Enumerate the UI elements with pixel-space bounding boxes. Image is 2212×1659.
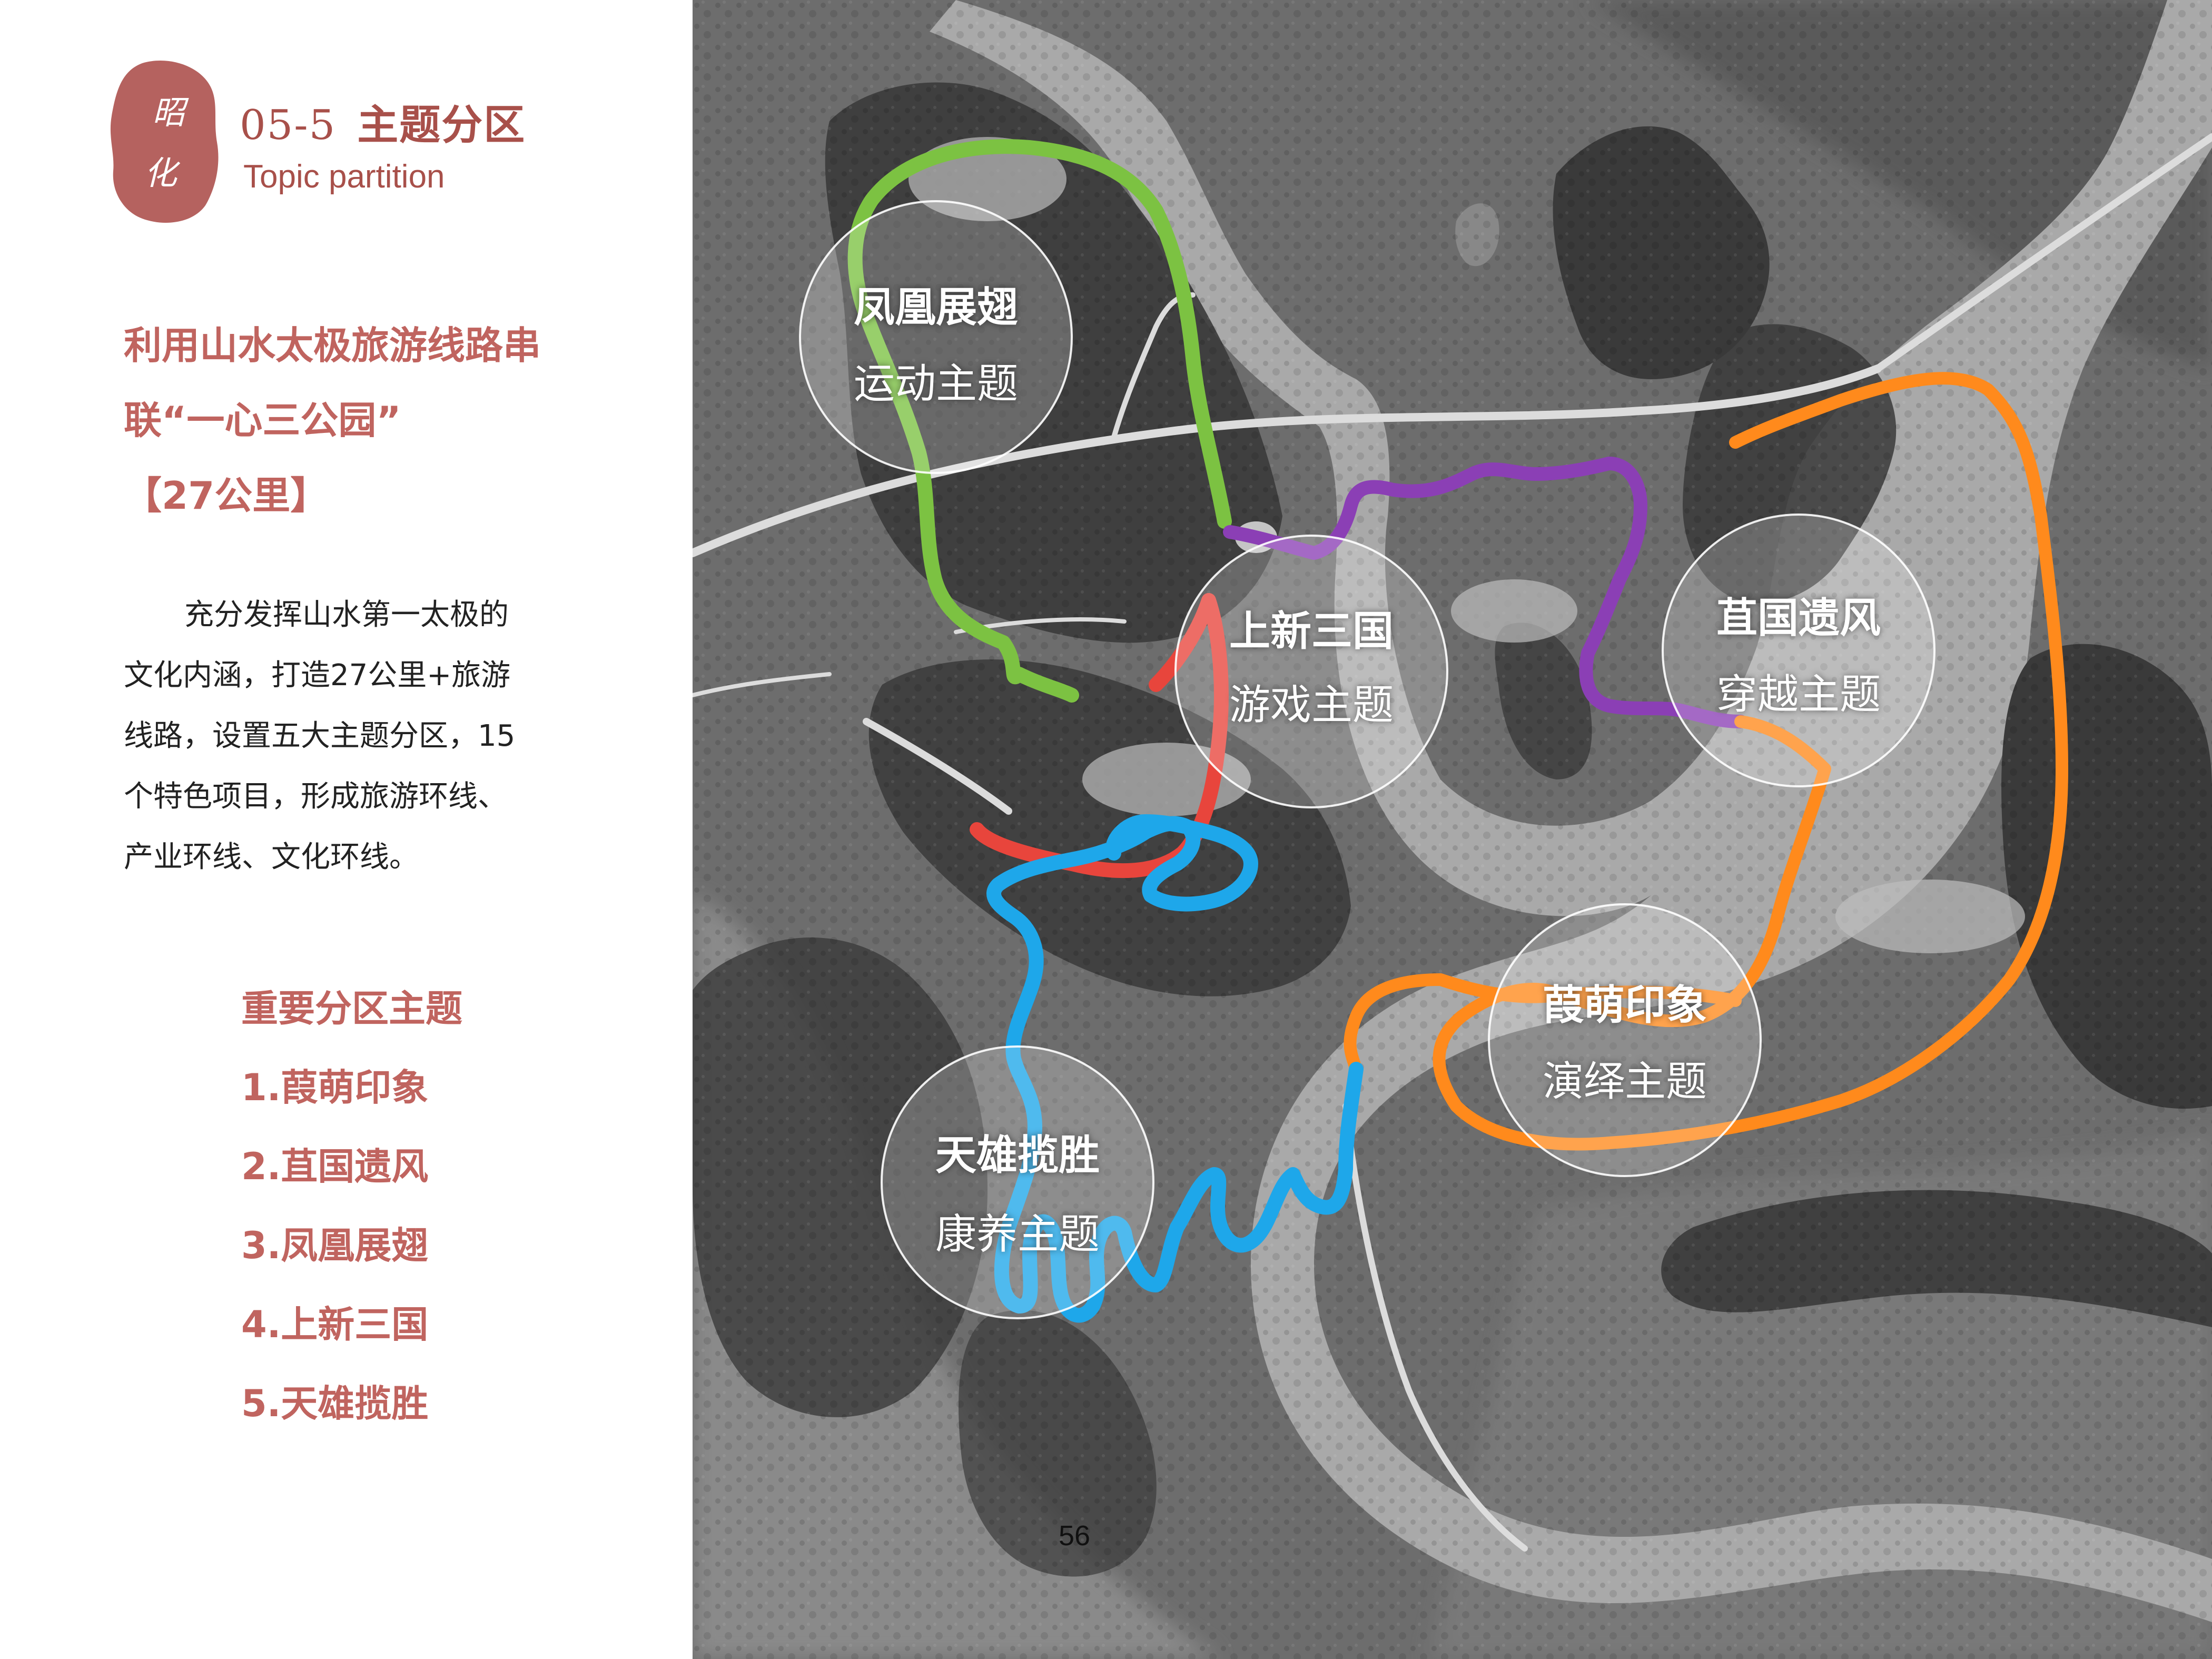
zone-name-shangxin: 上新三国 <box>1229 608 1394 655</box>
zone-theme-jiameng: 演绎主题 <box>1542 1058 1707 1105</box>
zone-circles <box>799 200 1935 1319</box>
zone-list-item: 1.葭萌印象 <box>241 1066 429 1109</box>
section-title: 05-5 主题分区 <box>240 92 526 151</box>
settlement <box>1451 579 1577 643</box>
route-fenghuang <box>847 139 1232 703</box>
road <box>693 672 832 697</box>
zone-name-fenghuang: 凤凰展翅 <box>853 284 1018 331</box>
road <box>1111 292 1196 440</box>
zone-circle-tianxiong <box>881 1045 1154 1319</box>
description-line-4: 个特色项目，形成旅游环线、 <box>124 779 507 814</box>
seal-char-1: 昭 <box>152 93 189 132</box>
zone-theme-fenghuang: 运动主题 <box>853 360 1018 408</box>
page-number: 56 <box>1058 1520 1091 1552</box>
zone-list-item: 3.凤凰展翅 <box>241 1224 429 1267</box>
route-tianxiong <box>986 814 1364 1323</box>
zone-list-heading: 重要分区主题 <box>241 987 462 1030</box>
road <box>1874 133 2212 372</box>
zone-list-item: 4.上新三国 <box>241 1303 429 1346</box>
seal-logo: 昭 化 <box>110 61 219 223</box>
zone-theme-juguo: 穿越主题 <box>1716 671 1881 718</box>
zone-circle-shangxin <box>1174 535 1448 808</box>
description-line-5: 产业环线、文化环线。 <box>124 840 419 874</box>
description-line-1: 充分发挥山水第一太极的 <box>184 598 509 632</box>
map-graphic <box>693 0 2212 1659</box>
route-juguo <box>1223 457 1747 728</box>
description-line-2: 文化内涵，打造27公里+旅游 <box>124 658 511 693</box>
zone-name-tianxiong: 天雄揽胜 <box>935 1132 1100 1179</box>
zone-list-item: 5.天雄揽胜 <box>241 1382 429 1425</box>
road <box>693 364 1882 557</box>
zone-list-item: 2.苴国遗风 <box>241 1145 429 1188</box>
section-number: 05-5 <box>240 102 337 149</box>
zone-name-jiameng: 葭萌印象 <box>1542 982 1707 1029</box>
zone-theme-tianxiong: 康养主题 <box>935 1211 1100 1258</box>
zone-name-juguo: 苴国遗风 <box>1716 595 1881 642</box>
zone-theme-shangxin: 游戏主题 <box>1229 682 1394 729</box>
route-jiameng-inner <box>1344 973 1742 1075</box>
zone-circle-jiameng <box>1488 903 1762 1177</box>
headline-line-1: 利用山水太极旅游线路串 <box>124 323 541 368</box>
section-title-en: Topic partition <box>243 159 445 195</box>
section-title-cn: 主题分区 <box>357 101 526 149</box>
settlement <box>1835 880 2025 953</box>
zone-circle-fenghuang <box>799 200 1073 474</box>
seal-char-2: 化 <box>144 154 181 192</box>
terrain-texture <box>693 0 2212 1659</box>
description-line-3: 线路，设置五大主题分区，15 <box>124 719 516 753</box>
zone-circle-juguo <box>1662 514 1935 787</box>
road <box>863 718 1012 815</box>
routes <box>847 139 2068 1323</box>
headline-line-3: 【27公里】 <box>124 473 329 518</box>
route-shangxin-ext <box>1149 593 1216 692</box>
route-jiameng-outer <box>1433 372 2068 1151</box>
road <box>1342 1103 1528 1552</box>
aerial-map: 凤凰展翅 运动主题 上新三国 游戏主题 苴国遗风 穿越主题 葭萌印象 演绎主题 … <box>693 0 2212 1659</box>
headline-line-2: 联“一心三公园” <box>124 398 401 442</box>
text-panel: 昭 化 05-5 主题分区 Topic partition 利用山水太极旅游线路串… <box>0 0 693 1659</box>
roads <box>693 133 2212 1552</box>
